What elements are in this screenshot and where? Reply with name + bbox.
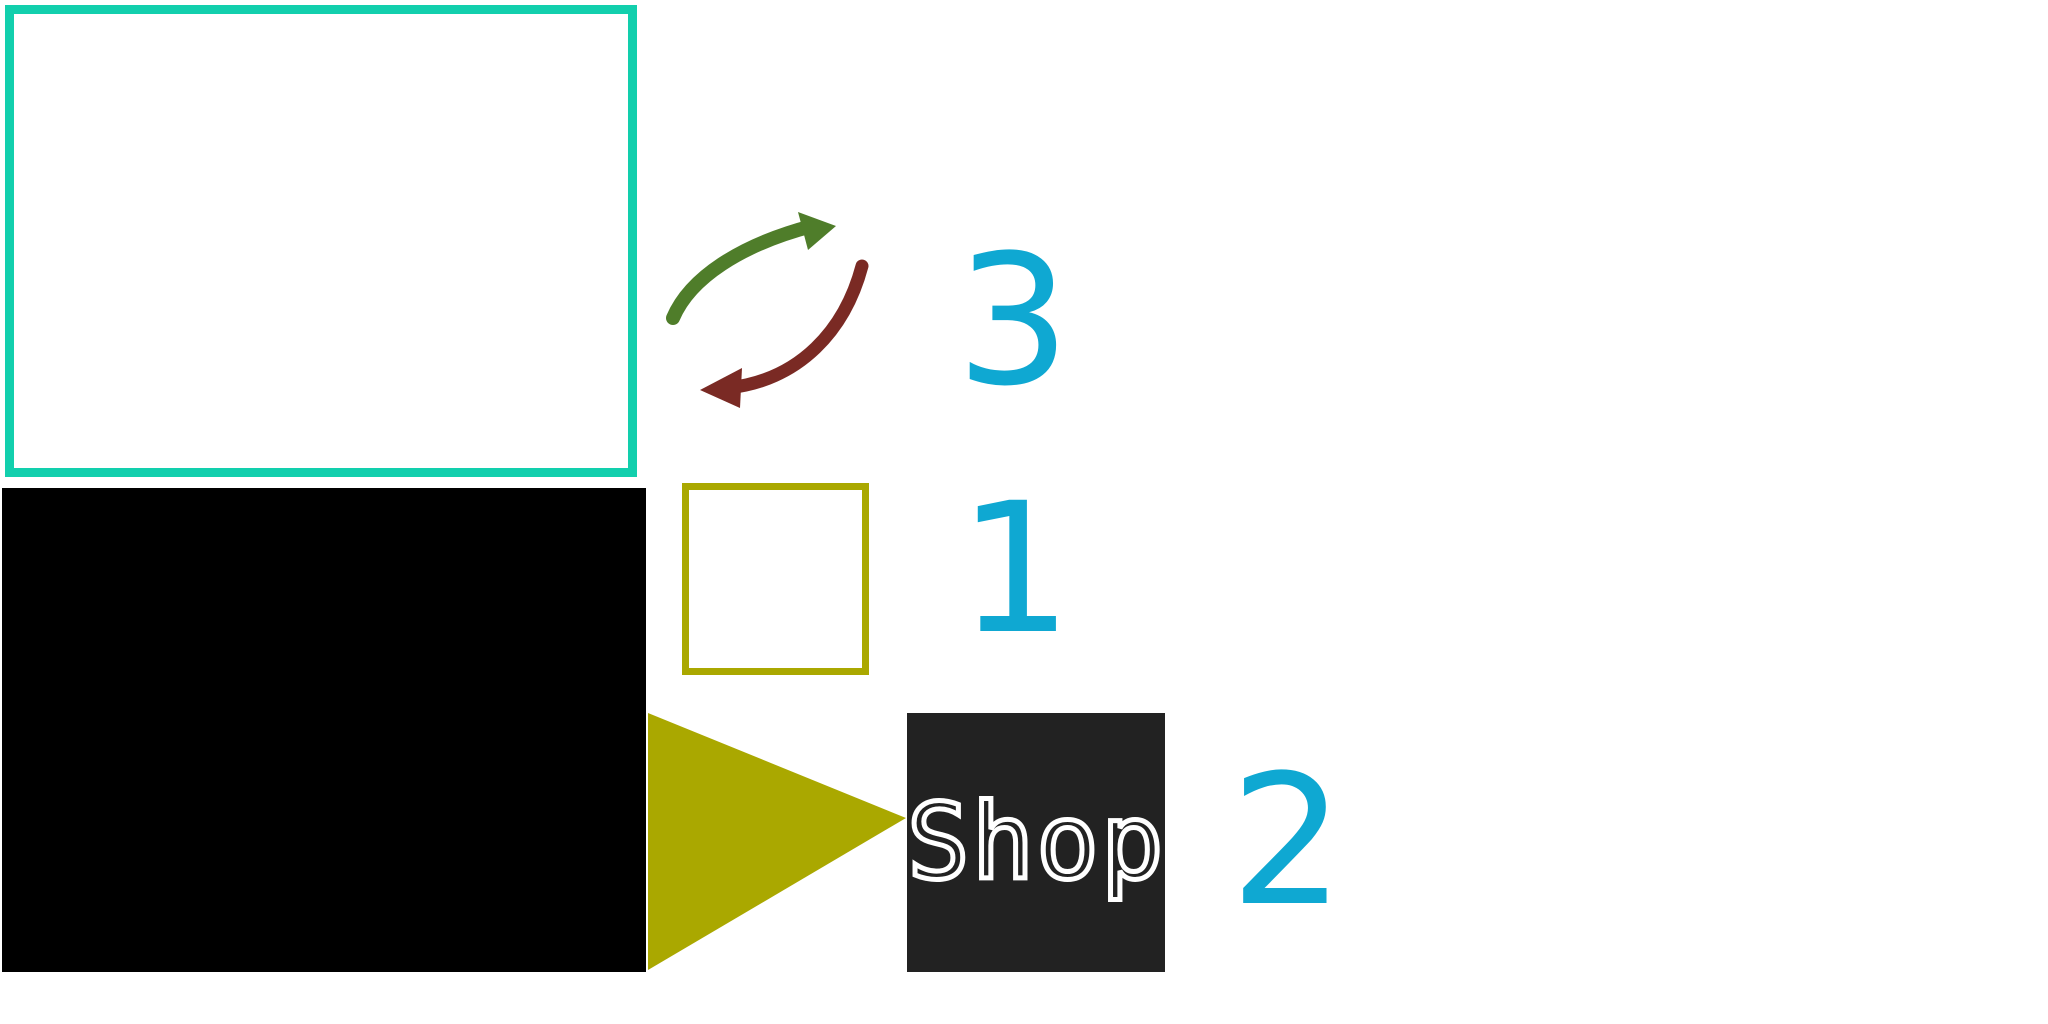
number-one: 1 — [958, 465, 1073, 674]
upper-arrow-stroke — [666, 219, 819, 325]
number-three: 3 — [956, 217, 1071, 426]
black-rectangle — [2, 488, 646, 972]
lower-arrowhead — [700, 368, 742, 408]
lower-arrow-stroke — [721, 259, 869, 395]
shop-label: Shop — [905, 779, 1166, 906]
upper-arrowhead — [798, 212, 836, 250]
olive-outlined-square — [682, 483, 869, 675]
shop-card[interactable] — [907, 713, 1165, 972]
olive-triangle-pointer — [648, 713, 906, 970]
number-two: 2 — [1230, 737, 1345, 946]
refresh-icon[interactable] — [666, 212, 869, 408]
teal-outlined-rectangle — [5, 5, 637, 477]
